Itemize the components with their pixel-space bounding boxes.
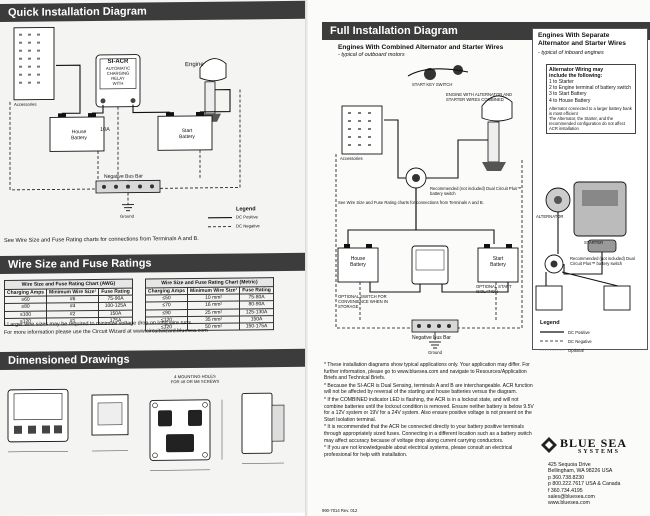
house-battery-icon: [337, 244, 379, 283]
inboard-engine-icon: [573, 181, 627, 237]
accessories-panel: [13, 26, 55, 101]
left-page: Quick Installation Diagram: [0, 0, 308, 516]
section2-subtitle: - typical of inboard engines: [538, 50, 604, 56]
acr-model-label: SI-ACR: [107, 58, 129, 65]
start-battery-icon: [157, 111, 213, 151]
legend-positive: DC Positive: [568, 330, 590, 335]
footnote-2: For more information please use the Circ…: [4, 327, 208, 336]
installation-notes: * These installation diagrams show typic…: [324, 362, 536, 458]
alternator-label: ALTERNATOR: [536, 214, 564, 219]
start-battery-icon: [477, 244, 519, 283]
note-4: * It is recommended that the ACR be conn…: [324, 424, 532, 444]
alternator-icon: [545, 187, 571, 213]
key-switch-icon: [407, 65, 469, 80]
blue-sea-logo-icon: [541, 437, 557, 453]
company-sub: SYSTEMS: [578, 449, 621, 455]
house-battery-icon: [49, 112, 105, 152]
starter-label: STARTER: [584, 240, 604, 245]
see-wire-label: See Wire Size and Fuse Rating charts for…: [338, 200, 484, 205]
note-5: * If you are not knowledgeable about ele…: [324, 445, 513, 458]
start-key-switch-label: START KEY SWITCH: [412, 82, 453, 87]
company-name: BLUE SEA: [560, 436, 628, 450]
quick-installation-diagram: [9, 26, 241, 228]
negative-bus-bar-label: Negative Bus Bar: [104, 173, 143, 180]
legend-negative: DC Negative: [568, 339, 592, 344]
legend-title: Legend: [540, 320, 560, 326]
legend-negative: DC Negative: [236, 223, 260, 229]
negative-bus-bar-label: Negative Bus Bar: [412, 335, 451, 341]
dimensioned-drawings-title: Dimensioned Drawings: [0, 348, 306, 370]
section1-subtitle: - typical of outboard motors: [338, 52, 405, 58]
engine-icon: [481, 95, 513, 171]
alternator-wiring-box: Alternator Wiring may include the follow…: [546, 64, 636, 134]
ground-label: Ground: [120, 213, 134, 219]
accessories-label: Accessories: [340, 156, 363, 161]
note-2: * Because the SI-ACR is Dual Sensing, te…: [324, 382, 533, 396]
full-installation-diagram: [335, 65, 631, 351]
recommended-switch-2-label: Recommended (not included) Dual Circuit …: [570, 256, 635, 266]
dimensioned-drawings: [7, 388, 285, 471]
optional-start-isolation-label: OPTIONAL START ISOLATION: [476, 284, 512, 294]
ground-label: Ground: [428, 350, 442, 355]
ground-icon: [429, 341, 441, 349]
fuse-label: 10A: [100, 126, 110, 133]
engine-label: Engine: [185, 61, 204, 69]
accessories-label: Accessories: [14, 101, 37, 107]
note-1: * These installation diagrams show typic…: [324, 362, 530, 382]
note-3: * If the COMBINED indicator LED is flash…: [324, 396, 534, 423]
section1-title: Engines With Combined Alternator and Sta…: [338, 44, 504, 51]
company-address: 425 Sequoia Drive Bellingham, WA 98226 U…: [548, 462, 621, 507]
ground-icon: [122, 204, 134, 212]
legend-positive: DC Positive: [236, 214, 258, 220]
legend-optional: Optional: [568, 348, 584, 353]
engine-note-label: ENGINE WITH ALTERNATOR AND STARTER WIRES…: [446, 92, 513, 102]
awg-table: Wire Size and Fuse Rating Chart (AWG) Ch…: [4, 278, 133, 326]
optional-switch-label: OPTIONAL SWITCH FOR CONVENIENCE WHEN IN …: [338, 294, 389, 309]
see-wire-note: See Wire Size and Fuse Rating charts for…: [4, 235, 199, 244]
recommended-switch-label: Recommended (not included) Dual Circuit …: [430, 186, 522, 196]
right-page: Full Installation Diagram Engines With C…: [308, 0, 650, 516]
doc-code: 990-7014 Rev. 012: [322, 508, 358, 513]
engine-icon: [199, 58, 227, 122]
legend-title: Legend: [236, 206, 256, 213]
wire-size-title: Wire Size and Fuse Ratings: [0, 252, 306, 274]
